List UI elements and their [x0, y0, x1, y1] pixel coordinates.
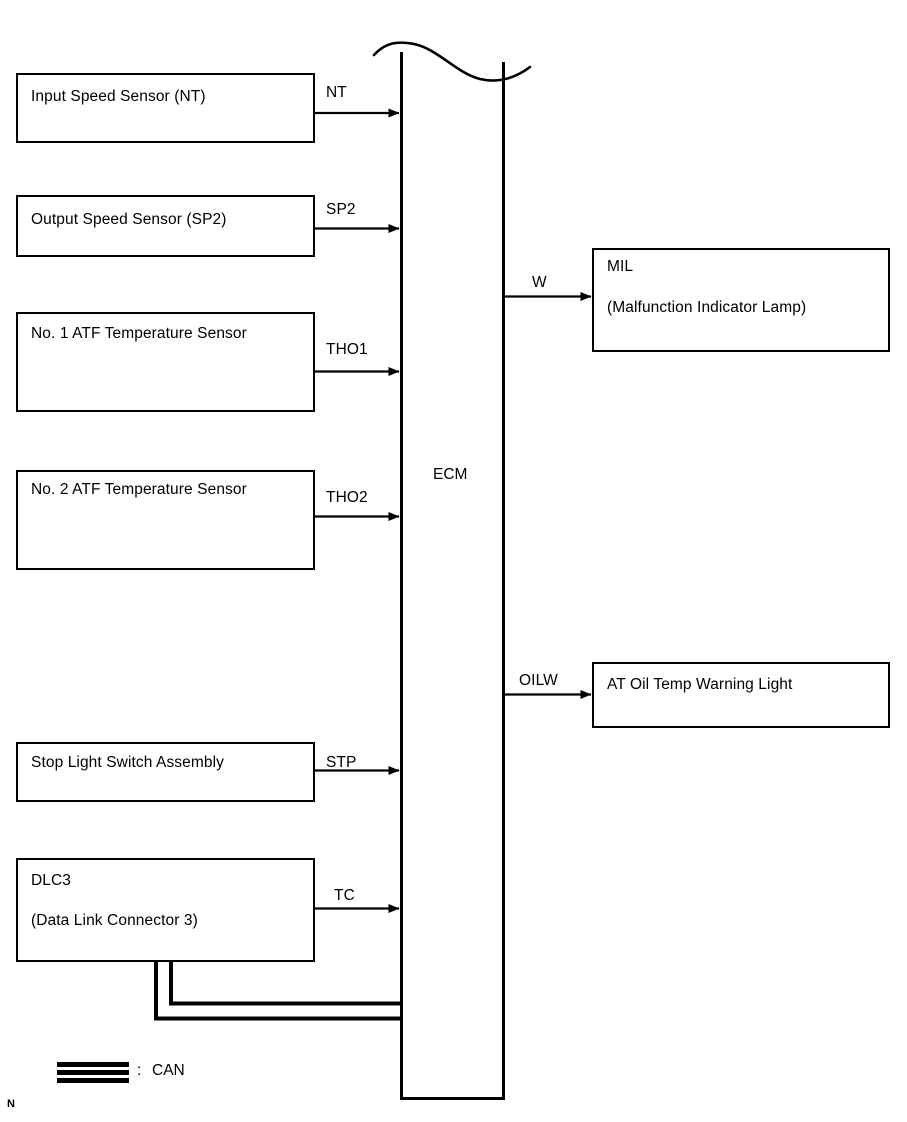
- signal-label-tho1: THO1: [326, 341, 368, 358]
- signal-label-nt: NT: [326, 84, 347, 101]
- node-stop-light-switch-assembly[interactable]: [16, 742, 315, 802]
- node-label-output-speed-sensor: Output Speed Sensor (SP2): [31, 211, 227, 228]
- node-label-stop-light-switch-assembly: Stop Light Switch Assembly: [31, 754, 224, 771]
- node-label-input-speed-sensor: Input Speed Sensor (NT): [31, 88, 206, 105]
- signal-label-tho2: THO2: [326, 489, 368, 506]
- node-label-no-1-atf-temperature-sensor: No. 1 ATF Temperature Sensor: [31, 325, 247, 342]
- can-legend-separator: :: [137, 1062, 142, 1079]
- node-label-mil-title: MIL: [607, 258, 634, 275]
- node-output-speed-sensor[interactable]: [16, 195, 315, 257]
- signal-label-tc: TC: [334, 887, 355, 904]
- node-input-speed-sensor[interactable]: [16, 73, 315, 143]
- node-at-oil-temp-warning-light[interactable]: [592, 662, 890, 728]
- output-arrows: [505, 292, 592, 699]
- node-label-no-2-atf-temperature-sensor: No. 2 ATF Temperature Sensor: [31, 481, 247, 498]
- input-arrows: [315, 108, 400, 913]
- signal-label-stp: STP: [326, 754, 357, 771]
- node-no-2-atf-temperature-sensor[interactable]: [16, 470, 315, 570]
- node-dlc3[interactable]: [16, 858, 315, 962]
- node-label-mil-subtitle: (Malfunction Indicator Lamp): [607, 299, 807, 316]
- node-label-dlc3-subtitle: (Data Link Connector 3): [31, 912, 198, 929]
- node-no-1-atf-temperature-sensor[interactable]: [16, 312, 315, 412]
- corner-mark-n: N: [7, 1098, 15, 1110]
- can-bus-line: [154, 962, 401, 1021]
- node-label-at-oil-temp-warning-light: AT Oil Temp Warning Light: [607, 676, 793, 693]
- can-legend-symbol: [57, 1062, 129, 1083]
- node-mil[interactable]: [592, 248, 890, 352]
- node-label-dlc3-title: DLC3: [31, 872, 72, 889]
- signal-label-w: W: [532, 274, 547, 291]
- can-line-outer: [154, 962, 401, 1021]
- can-line-inner: [169, 962, 401, 1006]
- can-legend-label: CAN: [152, 1062, 185, 1079]
- ecm-column: [372, 41, 532, 1100]
- signal-label-oilw: OILW: [519, 672, 558, 689]
- signal-label-sp2: SP2: [326, 201, 356, 218]
- ecm-label: ECM: [433, 466, 468, 483]
